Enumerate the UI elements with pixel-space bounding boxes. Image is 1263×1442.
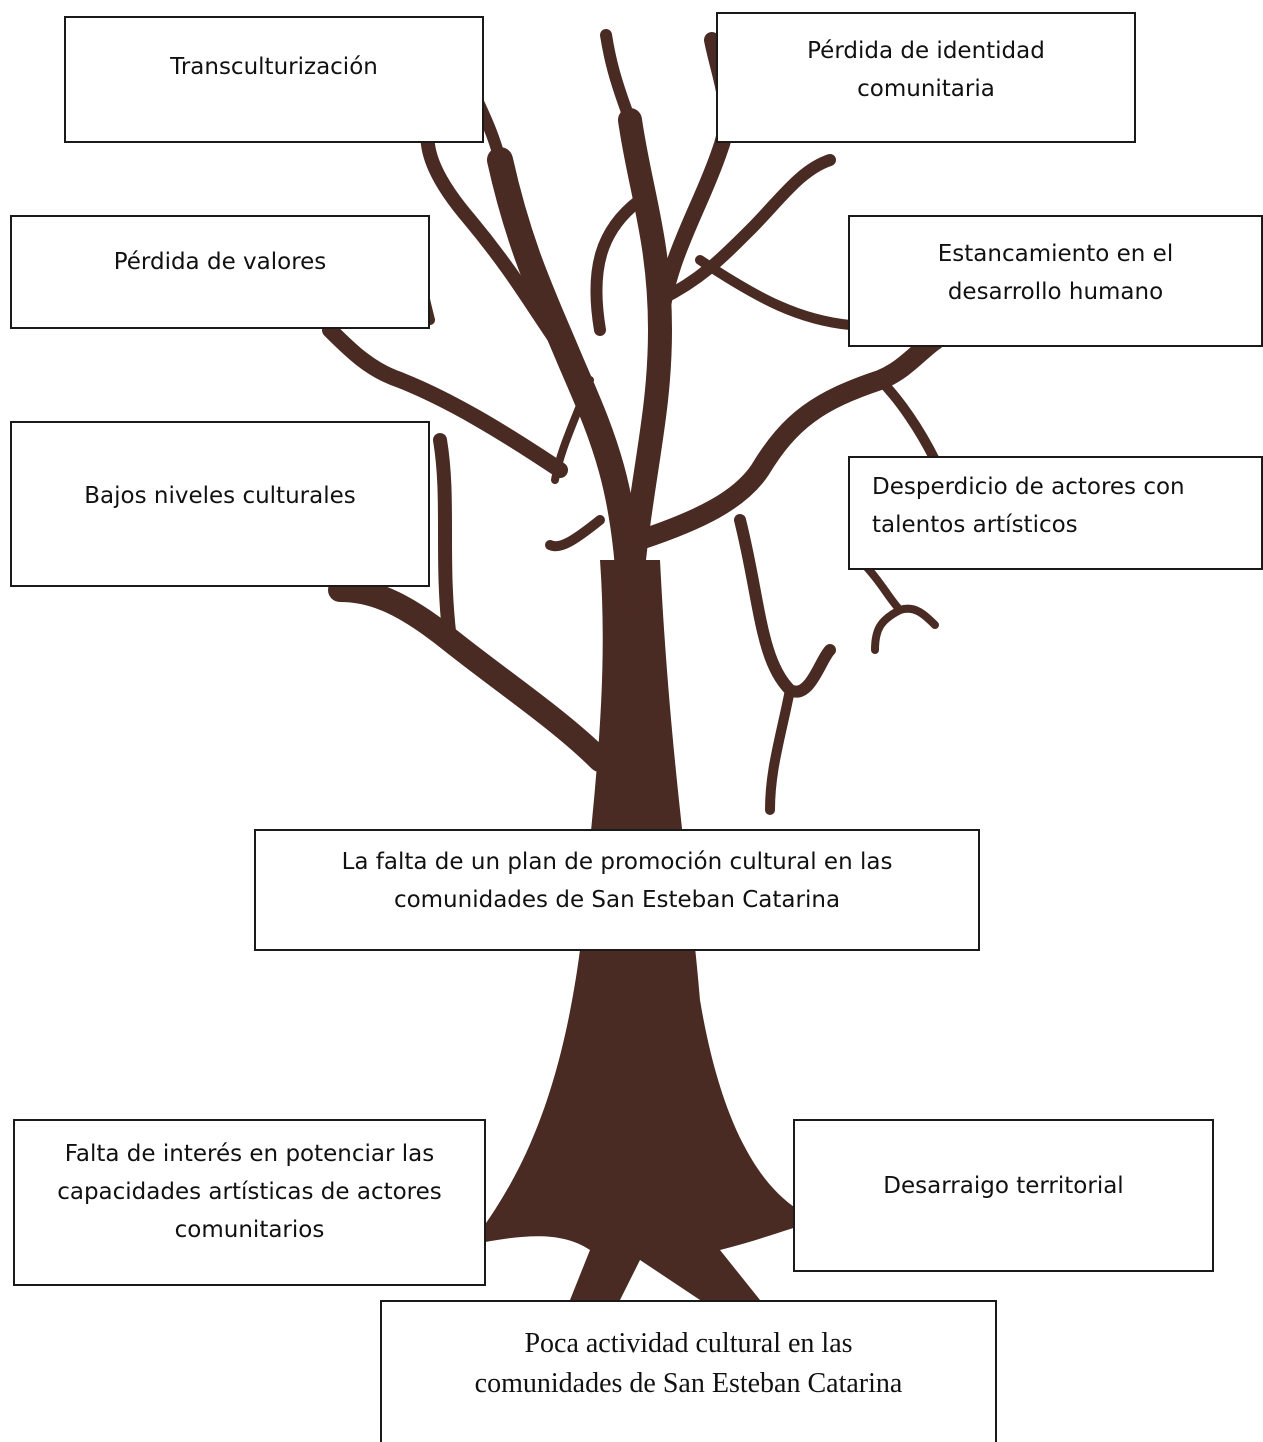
effect-box-perdida-identidad: Pérdida de identidad comunitaria bbox=[716, 12, 1136, 143]
effect-text: Desperdicio de actores con talentos artí… bbox=[872, 474, 1185, 538]
cause-box-falta-interes: Falta de interés en potenciar las capaci… bbox=[13, 1119, 486, 1286]
effect-text: Bajos niveles culturales bbox=[84, 483, 356, 509]
cause-text: Falta de interés en potenciar las capaci… bbox=[57, 1141, 442, 1243]
central-problem-box: La falta de un plan de promoción cultura… bbox=[254, 829, 980, 951]
central-problem-text: La falta de un plan de promoción cultura… bbox=[341, 849, 893, 913]
effect-text: Pérdida de identidad comunitaria bbox=[807, 38, 1045, 102]
effect-box-transculturizacion: Transculturización bbox=[64, 16, 484, 143]
effect-text: Transculturización bbox=[170, 54, 378, 80]
effect-box-estancamiento: Estancamiento en el desarrollo humano bbox=[848, 215, 1263, 347]
cause-text: Desarraigo territorial bbox=[883, 1173, 1124, 1199]
effect-text: Pérdida de valores bbox=[113, 249, 327, 275]
effect-box-desperdicio: Desperdicio de actores con talentos artí… bbox=[848, 456, 1263, 570]
root-problem-box: Poca actividad cultural en las comunidad… bbox=[380, 1300, 997, 1442]
effect-box-perdida-valores: Pérdida de valores bbox=[10, 215, 430, 329]
cause-box-desarraigo: Desarraigo territorial bbox=[793, 1119, 1214, 1272]
root-problem-text: Poca actividad cultural en las comunidad… bbox=[474, 1328, 903, 1399]
effect-box-bajos-niveles: Bajos niveles culturales bbox=[10, 421, 430, 587]
effect-text: Estancamiento en el desarrollo humano bbox=[937, 241, 1174, 305]
